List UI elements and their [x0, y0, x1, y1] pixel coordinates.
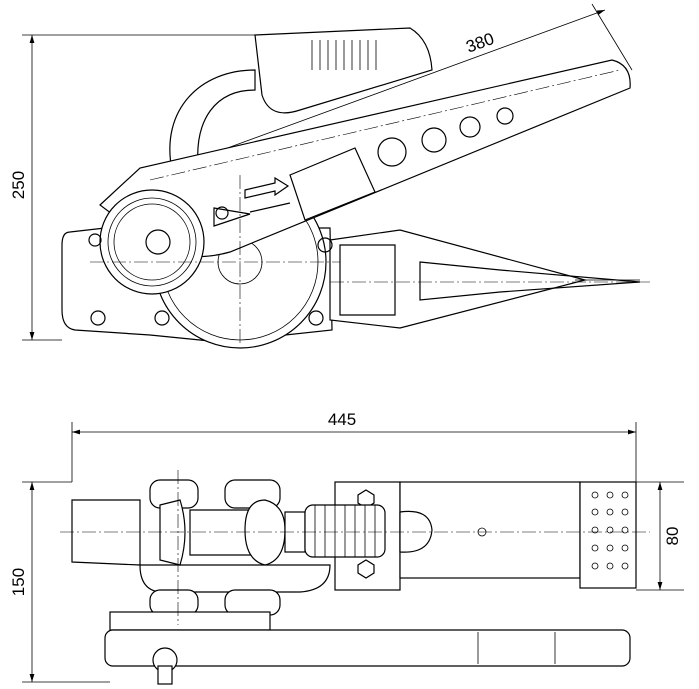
lever-bottom: [104, 629, 631, 667]
bolts: [88, 206, 333, 326]
lever-holes: [377, 107, 514, 167]
roller: [224, 589, 281, 616]
dimension-150: 150: [9, 481, 110, 683]
grip-end: [244, 499, 286, 566]
bracket: [109, 611, 271, 631]
dimension-label-150: 150: [9, 568, 28, 596]
housing: [71, 499, 331, 593]
top-view: 445 150 80: [9, 410, 684, 685]
dimension-label-445: 445: [328, 410, 356, 429]
roller: [149, 589, 199, 616]
side-view: 250 380: [9, 3, 650, 349]
hook-frame: [329, 229, 588, 329]
dimension-80: 80: [636, 481, 684, 591]
ratchet-wheel: [99, 189, 205, 295]
dimension-label-80: 80: [663, 527, 682, 546]
hook-end-holes: [591, 491, 629, 570]
dimension-445: 445: [71, 410, 637, 482]
handle-loop: [169, 69, 256, 171]
direction-arrow-icon: [244, 176, 290, 199]
dimension-label-380: 380: [464, 29, 497, 57]
cover-plate: [289, 147, 376, 221]
pawl: [213, 202, 291, 227]
dimension-label-250: 250: [9, 171, 28, 199]
hook: [419, 261, 641, 301]
hand-grip: [254, 27, 433, 114]
hook-end: [579, 481, 637, 589]
